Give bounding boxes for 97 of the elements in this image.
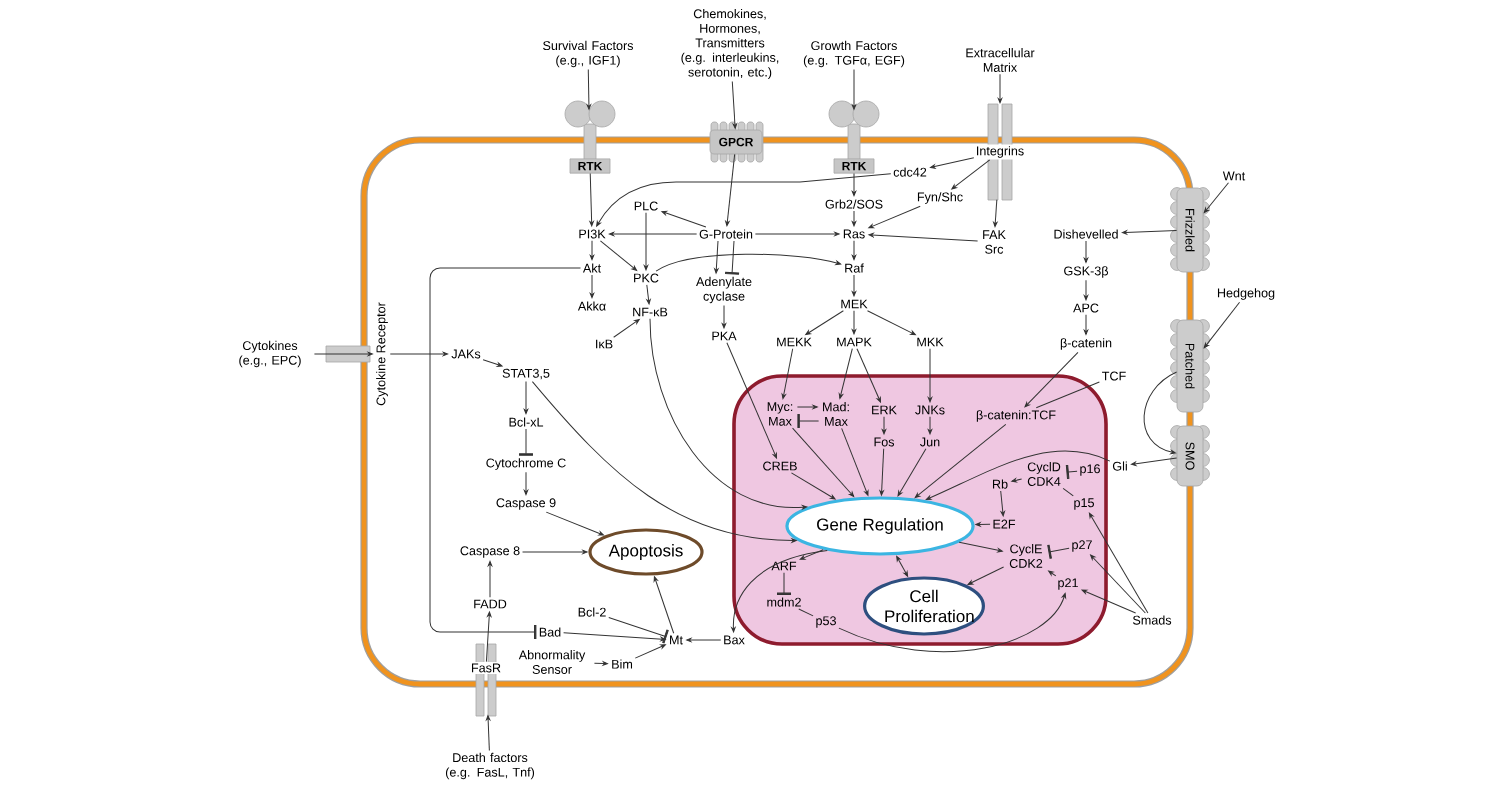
arrow xyxy=(781,348,794,400)
arrow xyxy=(485,715,491,751)
arrow xyxy=(868,232,979,242)
arrow xyxy=(586,69,592,110)
arrow xyxy=(897,448,927,497)
arrow xyxy=(838,592,1067,653)
arrow xyxy=(1024,351,1079,408)
arrow xyxy=(792,427,855,497)
inhibition-arrow xyxy=(777,572,791,595)
arrow xyxy=(731,550,828,633)
arrow xyxy=(851,240,857,261)
arrow xyxy=(1081,589,1137,614)
arrow xyxy=(1011,478,1023,483)
arrow xyxy=(643,212,649,271)
arrow xyxy=(1090,554,1146,614)
arrow xyxy=(531,381,797,543)
arrow xyxy=(851,69,857,110)
arrow xyxy=(796,404,818,410)
inhibition-arrow xyxy=(608,617,669,644)
arrow xyxy=(653,576,675,634)
arrow xyxy=(914,423,1007,499)
arrow xyxy=(731,81,738,129)
inhibition-arrow xyxy=(1065,464,1078,479)
arrow xyxy=(686,637,722,643)
arrow xyxy=(545,511,605,536)
arrow xyxy=(1083,314,1089,335)
arrow xyxy=(596,173,892,227)
connector-line xyxy=(1035,381,1100,409)
arrow xyxy=(805,310,844,336)
arrow xyxy=(593,661,608,666)
arrow xyxy=(867,310,916,336)
arrow xyxy=(482,359,503,367)
arrow xyxy=(522,549,588,555)
arrow xyxy=(754,231,840,237)
arrow xyxy=(1000,490,1005,517)
arrow xyxy=(958,541,1003,553)
inhibition-arrow xyxy=(429,267,581,639)
connector-line xyxy=(798,608,814,617)
arrow xyxy=(599,240,638,271)
arrow xyxy=(726,342,777,459)
arrow xyxy=(927,416,933,435)
inhibition-arrow xyxy=(797,414,820,428)
arrow xyxy=(851,310,857,335)
arrow xyxy=(589,173,594,227)
arrow xyxy=(1203,301,1241,349)
arrow xyxy=(721,305,727,329)
arrow xyxy=(927,348,933,403)
arrow xyxy=(649,318,808,510)
arrow xyxy=(1143,371,1178,455)
arrow xyxy=(1088,512,1149,614)
arrow xyxy=(951,159,991,190)
arrow xyxy=(725,153,736,227)
arrow xyxy=(975,522,991,527)
arrow xyxy=(714,240,719,274)
arrow xyxy=(851,210,857,227)
arrow xyxy=(997,73,1003,104)
arrow xyxy=(868,205,921,229)
arrow xyxy=(589,274,595,299)
arrow xyxy=(523,381,529,415)
double-arrow xyxy=(896,555,909,577)
arrow xyxy=(1048,570,1057,577)
arrow xyxy=(655,253,841,272)
arrow xyxy=(838,348,853,399)
arrow xyxy=(613,319,640,338)
arrow xyxy=(879,448,885,496)
arrow xyxy=(851,173,857,197)
arrow xyxy=(925,450,1111,500)
arrow xyxy=(608,231,698,237)
arrow xyxy=(993,199,998,228)
arrow xyxy=(563,632,666,642)
arrow xyxy=(799,549,824,560)
cell-membrane xyxy=(360,136,1194,688)
arrow xyxy=(523,471,529,496)
arrow xyxy=(967,566,1005,585)
arrow xyxy=(1083,279,1089,301)
arrow xyxy=(1121,230,1178,235)
arrow xyxy=(389,351,449,357)
arrow xyxy=(661,210,707,228)
arrow xyxy=(1203,182,1229,214)
inhibition-arrow xyxy=(725,240,740,275)
arrow xyxy=(930,157,975,169)
inhibition-arrow xyxy=(519,428,533,456)
arrow xyxy=(881,416,887,435)
arrow xyxy=(790,472,836,500)
arrow xyxy=(485,611,492,663)
arrow xyxy=(487,560,493,598)
arrow xyxy=(313,351,373,357)
arrow xyxy=(589,240,595,261)
inhibition-arrow xyxy=(1047,544,1070,559)
arrow xyxy=(841,427,869,496)
arrow xyxy=(646,284,651,305)
arrow xyxy=(1130,457,1178,466)
arrow xyxy=(851,274,857,297)
arrow xyxy=(634,644,666,659)
arrow xyxy=(856,348,881,403)
connector-line xyxy=(1062,487,1074,497)
arrow xyxy=(1083,240,1089,263)
